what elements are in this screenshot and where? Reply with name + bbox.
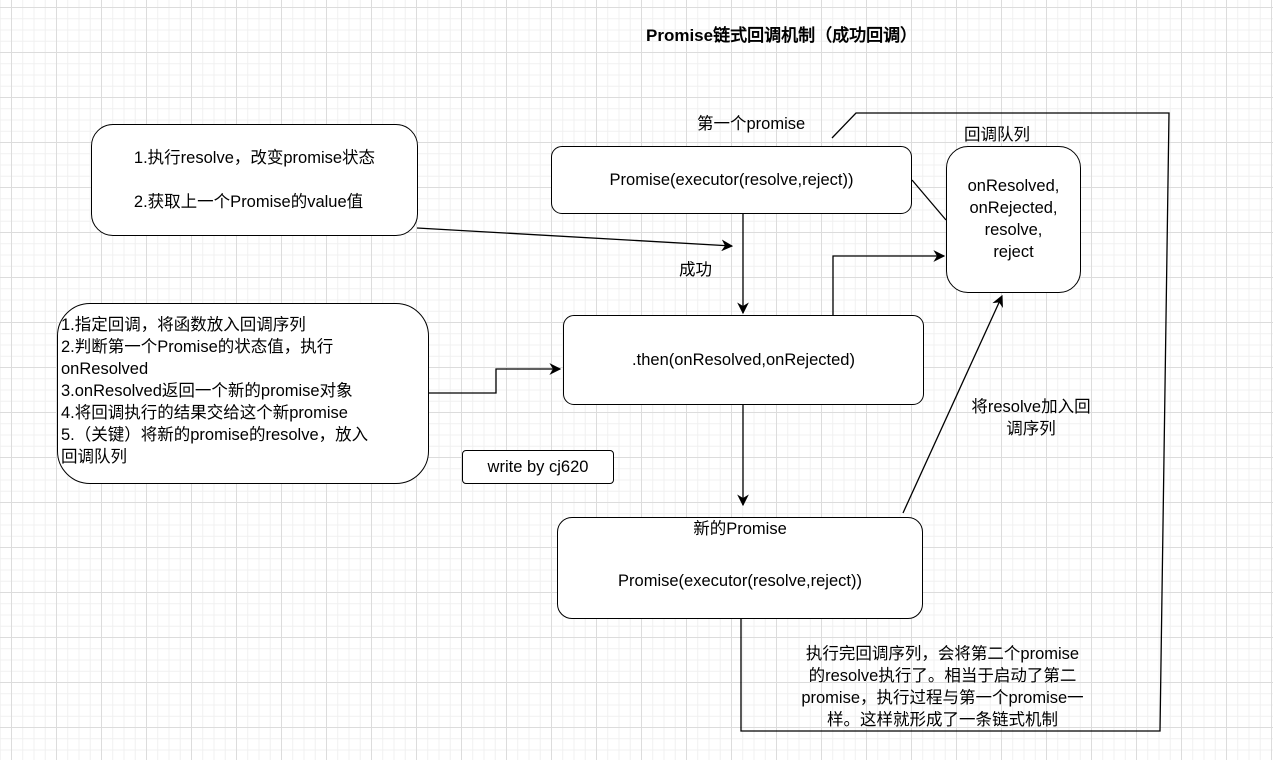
then-note-line: 5.（关键）将新的promise的resolve，放入 <box>61 426 369 444</box>
queue-item: onResolved, <box>967 177 1060 195</box>
first-promise-queue-link <box>911 179 947 221</box>
new-promise-caption: 新的Promise <box>693 520 787 538</box>
then-note[interactable]: 1.指定回调，将函数放入回调序列 2.判断第一个Promise的状态值，执行 o… <box>57 303 429 484</box>
success-edge-label: 成功 <box>679 261 712 279</box>
add-resolve-label-line: 将resolve加入回 <box>971 398 1091 416</box>
then-note-line: 3.onResolved返回一个新的promise对象 <box>61 382 353 400</box>
resolve-note-arrow <box>416 227 734 252</box>
diagram-title: Promise链式回调机制（成功回调） <box>646 26 918 45</box>
loop-edge <box>740 112 1170 732</box>
then-call-node[interactable]: .then(onResolved,onRejected) <box>563 315 924 405</box>
resolve-note-line: 1.执行resolve，改变promise状态 <box>133 149 376 167</box>
first-promise-node[interactable]: Promise(executor(resolve,reject)) <box>551 146 912 214</box>
add-resolve-arrow <box>902 294 1003 514</box>
conclusion-line: 样。这样就形成了一条链式机制 <box>827 711 1058 729</box>
then-note-line: onResolved <box>61 360 149 378</box>
conclusion-line: 执行完回调序列，会将第二个promise <box>805 645 1080 663</box>
add-resolve-label-line: 调序列 <box>1006 420 1056 438</box>
add-resolve-edge-label: 将resolve加入回 调序列 <box>961 396 1101 440</box>
resolve-note[interactable]: 1.执行resolve，改变promise状态 2.获取上一个Promise的v… <box>91 124 418 236</box>
conclusion-text: 执行完回调序列，会将第二个promise 的resolve执行了。相当于启动了第… <box>770 643 1115 731</box>
then-note-arrow <box>428 363 562 394</box>
first-promise-label: Promise(executor(resolve,reject)) <box>609 171 854 189</box>
new-promise-label: Promise(executor(resolve,reject)) <box>618 572 862 590</box>
then-call-label: .then(onResolved,onRejected) <box>632 351 855 369</box>
callback-queue-caption: 回调队列 <box>964 126 1030 144</box>
then-queue-arrow <box>832 250 946 315</box>
first-promise-caption: 第一个promise <box>697 115 806 133</box>
author-note[interactable]: write by cj620 <box>462 450 614 484</box>
queue-item: reject <box>993 243 1034 261</box>
then-note-line: 1.指定回调，将函数放入回调序列 <box>61 316 306 334</box>
then-note-line: 回调队列 <box>61 448 127 466</box>
conclusion-line: promise，执行过程与第一个promise一 <box>801 689 1084 707</box>
new-promise-node[interactable]: 新的Promise Promise(executor(resolve,rejec… <box>557 517 923 619</box>
conclusion-line: 的resolve执行了。相当于启动了第二 <box>808 667 1077 685</box>
callback-queue-node[interactable]: onResolved, onRejected, resolve, reject <box>946 146 1081 293</box>
then-note-line: 2.判断第一个Promise的状态值，执行 <box>61 338 334 356</box>
then-note-line: 4.将回调执行的结果交给这个新promise <box>61 404 348 422</box>
queue-item: onRejected, <box>969 199 1058 217</box>
queue-item: resolve, <box>984 221 1043 239</box>
author-label: write by cj620 <box>487 458 589 476</box>
resolve-note-line: 2.获取上一个Promise的value值 <box>133 193 364 211</box>
